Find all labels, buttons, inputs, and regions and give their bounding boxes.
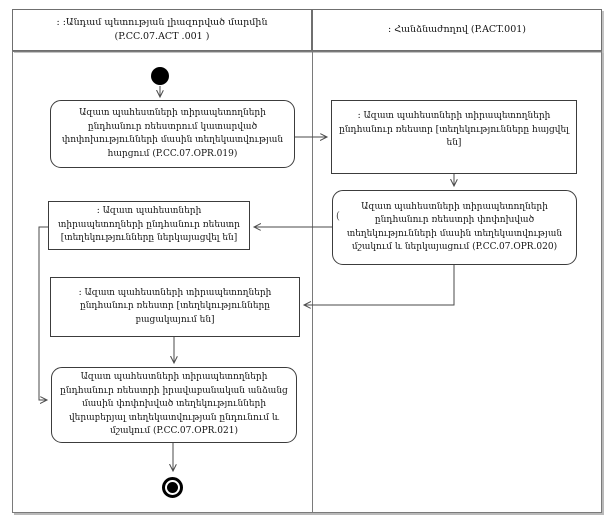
activity-opr019: Ազատ պահեստների տիրապետողների ընդհանուր … (50, 100, 295, 168)
final-node-inner-dot (167, 482, 178, 493)
activity-opr020: Ազատ պահեստների տիրապետողների ընդհանուր … (332, 190, 577, 265)
activity-opr021: Ազատ պահեստների տիրապետողների ընդհանուր … (51, 367, 297, 443)
swimlane-header-member-state-authority: : :Անդամ պետության լիազորված մարմին (P.C… (12, 9, 312, 51)
object-state-requested: : Ազատ պահեստների տիրապետողների ընդհանու… (331, 100, 577, 174)
swimlane-header-member-state-line1: : :Անդամ պետության լիազորված մարմին (56, 17, 268, 29)
initial-node-icon (151, 67, 169, 85)
swimlane-divider (312, 51, 313, 513)
swimlane-header-commission: : Հանձնաժողով (P.ACT.001) (312, 9, 602, 51)
swimlane-header-member-state-line2: (P.CC.07.ACT .001 ) (114, 31, 210, 42)
swimlane-body-frame (12, 51, 602, 513)
swimlane-header-commission-label: : Հանձնաժողով (P.ACT.001) (387, 24, 526, 36)
object-state-absent: : Ազատ պահեստների տիրապետողների ընդհանու… (50, 277, 300, 337)
final-node-icon (162, 477, 183, 498)
stray-paren-artifact: ( (336, 211, 340, 222)
object-state-presented: : Ազատ պահեստների տիրապետողների ընդհանու… (48, 201, 250, 250)
